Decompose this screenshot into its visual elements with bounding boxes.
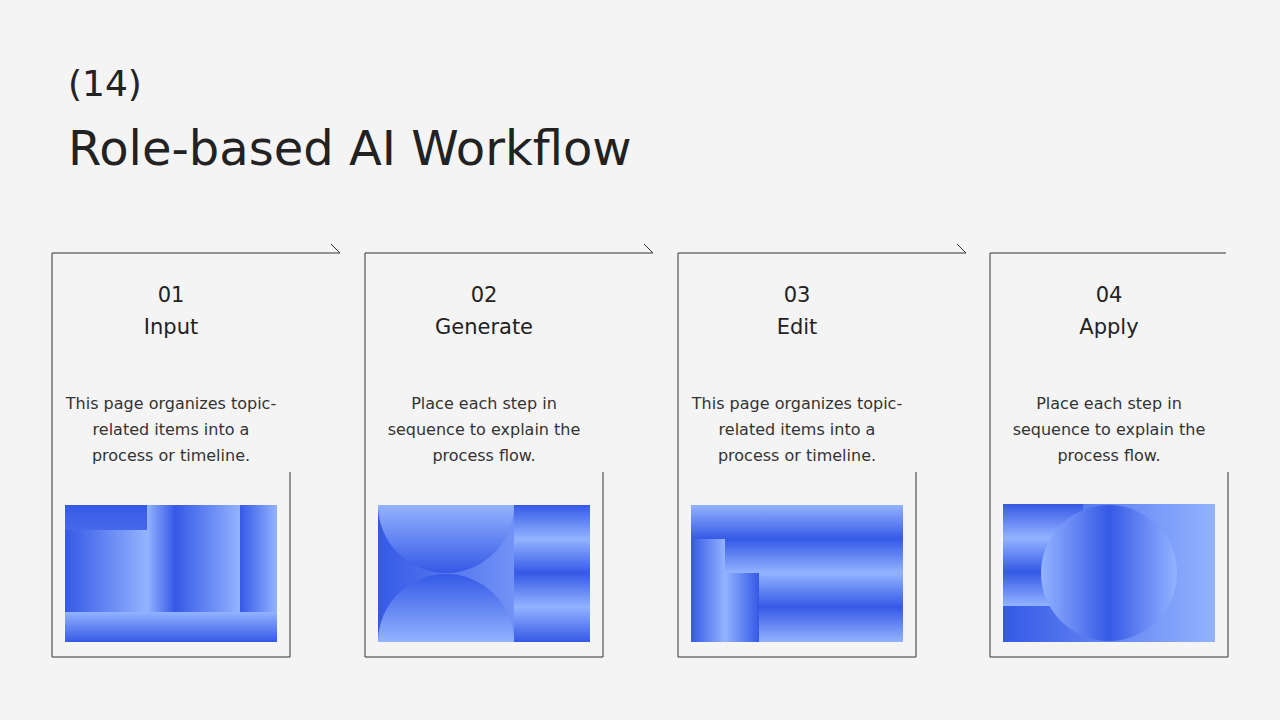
step-number: 02 (365, 281, 603, 309)
slide-number: (14) (68, 62, 142, 106)
step-heading: Input (52, 313, 290, 341)
step-description: Place each step in sequence to explain t… (374, 391, 594, 469)
step-heading: Edit (678, 313, 916, 341)
step-number: 03 (678, 281, 916, 309)
card-outline (52, 244, 1228, 657)
card-art (1003, 504, 1215, 642)
step-heading: Generate (365, 313, 603, 341)
step-heading: Apply (990, 313, 1228, 341)
step-description: This page organizes topic-related items … (61, 391, 281, 469)
step-card: 01InputThis page organizes topic-related… (52, 253, 290, 657)
step-number: 04 (990, 281, 1228, 309)
card-art (65, 505, 277, 642)
step-description: This page organizes topic-related items … (687, 391, 907, 469)
card-art (378, 505, 590, 642)
step-card: 02GeneratePlace each step in sequence to… (365, 253, 603, 657)
step-card: 03EditThis page organizes topic-related … (678, 253, 916, 657)
step-number: 01 (52, 281, 290, 309)
slide-title: Role-based AI Workflow (68, 118, 632, 178)
step-card: 04ApplyPlace each step in sequence to ex… (990, 253, 1228, 657)
step-description: Place each step in sequence to explain t… (999, 391, 1219, 469)
card-art (691, 505, 903, 642)
